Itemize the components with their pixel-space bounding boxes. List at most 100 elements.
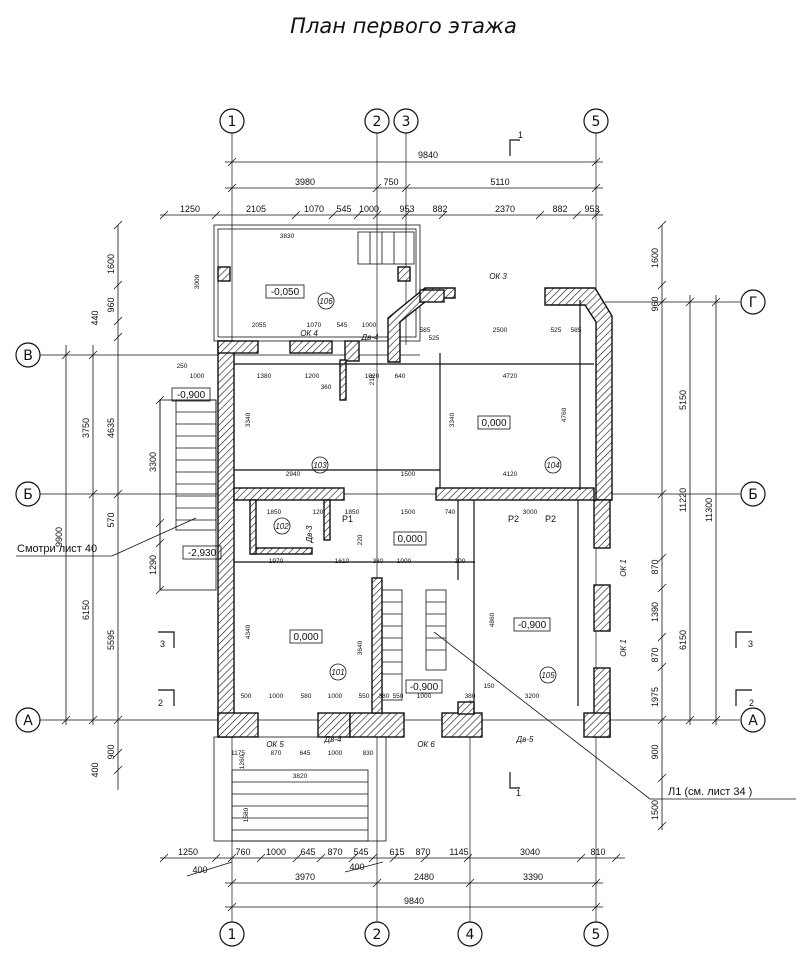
dim-left-10: 5595 (106, 630, 116, 650)
inner-dim-1: 3000 (194, 274, 201, 289)
inner-dim-47: 870 (271, 750, 282, 757)
inner-dim-3: 1070 (307, 322, 322, 329)
inner-dim-5: 1000 (362, 322, 377, 329)
dim-top-r3-9: 953 (584, 204, 599, 214)
inner-dim-28: 3000 (523, 509, 538, 516)
inner-dim-36: 500 (241, 693, 252, 700)
dim-top-overall: 9840 (418, 150, 438, 160)
dim-right-9: 1975 (650, 687, 660, 707)
note-see-sheet-40: Смотри лист 40 (17, 543, 97, 555)
dim-bottom-r1-10: 810 (590, 847, 605, 857)
dim-top-r3-3: 545 (336, 204, 351, 214)
axis-bubbles-top: 1 2 3 5 (219, 108, 609, 134)
inner-dim-51: 3820 (293, 773, 308, 780)
inner-dim-4: 545 (337, 322, 348, 329)
inner-dim-12: 1380 (257, 373, 272, 380)
dim-left-8: 1290 (148, 555, 158, 575)
axis-label-top-3: 3 (402, 114, 411, 130)
room-105: 105 (541, 671, 555, 680)
axis-label-top-1: 1 (228, 114, 237, 130)
inner-dim-22: 4760 (561, 407, 568, 422)
inner-dim-59: 1580 (243, 807, 250, 822)
dim-left-6: 570 (106, 512, 116, 527)
note-l1-sheet-34: Л1 (см. лист 34 ) (668, 786, 752, 798)
dim-top-r3-7: 2370 (495, 204, 515, 214)
dim-left-9: 6150 (81, 600, 91, 620)
dim-top-r2-0: 3980 (295, 177, 315, 187)
mark-p1: Р1 (342, 514, 353, 524)
dim-right-10: 900 (650, 744, 660, 759)
inner-dim-25: 1850 (345, 509, 360, 516)
inner-dim-33: 4340 (245, 624, 252, 639)
dim-left-5: 3300 (148, 452, 158, 472)
dim-left-12: 400 (90, 762, 100, 777)
axis-bubbles-right: Г Б А (740, 289, 766, 733)
door-dv4-bottom: Дв-4 (324, 735, 342, 744)
room-103: 103 (313, 461, 327, 470)
dim-bottom-r1-9: 3040 (520, 847, 540, 857)
inner-dim-14: 1020 (365, 373, 380, 380)
inner-dim-58: 1260 (239, 754, 246, 769)
dim-bottom-r1-6: 615 (389, 847, 404, 857)
axis-label-right-2: Б (748, 487, 758, 503)
inner-dim-43: 1000 (417, 693, 432, 700)
inner-dim-6: 585 (420, 327, 431, 334)
dim-right-6: 1390 (650, 602, 660, 622)
inner-dim-35: 4860 (489, 612, 496, 627)
room-104: 104 (546, 461, 560, 470)
dim-bottom-overall: 9840 (404, 896, 424, 906)
dim-right-11: 1500 (650, 800, 660, 820)
dim-bottom-r1-5: 545 (353, 847, 368, 857)
inner-dim-49: 1000 (328, 750, 343, 757)
inner-dim-17: 2940 (286, 471, 301, 478)
dim-right-1: 960 (650, 296, 660, 311)
dim-left-7: 9900 (54, 527, 64, 547)
inner-dim-39: 1000 (328, 693, 343, 700)
level-room-104: 0,000 (481, 418, 506, 429)
dim-bottom-r1-0: 1250 (178, 847, 198, 857)
inner-dim-56: 210 (369, 374, 376, 385)
inner-dims: 3830 3000 2055 1070 545 1000 585 525 250… (177, 233, 582, 822)
room-numbers: 106 103 104 102 101 105 (273, 292, 562, 684)
window-ok1-a: ОК 1 (619, 559, 628, 577)
level-stair-landing: -0,900 (410, 682, 439, 693)
axis-bubbles-bottom: 1 2 4 5 (219, 921, 609, 947)
axis-label-top-4: 5 (592, 114, 601, 130)
inner-dim-2: 2055 (252, 322, 267, 329)
dim-bottom-extra-0: 400 (192, 865, 207, 875)
dim-bottom-r1-8: 1145 (449, 847, 468, 857)
dim-top-r3-0: 1250 (180, 204, 200, 214)
dim-top-r3-2: 1070 (304, 204, 324, 214)
dim-bottom-r2-1: 2480 (414, 872, 434, 882)
dim-top-r3-5: 953 (399, 204, 414, 214)
inner-dim-46: 1175 (231, 750, 245, 757)
inner-dim-45: 3200 (525, 693, 540, 700)
inner-dim-54: 250 (177, 363, 188, 370)
axis-label-left-2: Б (23, 487, 33, 503)
inner-dim-19: 4120 (503, 471, 518, 478)
dim-right-3: 11220 (678, 488, 688, 512)
level-room-105: -0,900 (518, 620, 547, 631)
inner-dim-23: 1850 (267, 509, 282, 516)
inner-dim-0: 3830 (280, 233, 295, 240)
dim-left-11: 900 (106, 744, 116, 759)
mark-p2-b: Р2 (545, 514, 556, 524)
notes: Смотри лист 40 Л1 (см. лист 34 ) (16, 517, 796, 800)
section-3-left: 3 (160, 639, 165, 649)
inner-dim-42: 550 (393, 693, 404, 700)
door-dv4-top: Дв-4 (361, 333, 379, 342)
level-basement: -2,930 (188, 548, 217, 559)
inner-dim-10: 525 (551, 327, 562, 334)
mark-p2-a: Р2 (508, 514, 519, 524)
dim-bottom-r1-3: 645 (300, 847, 315, 857)
window-labels: ОК 3 ОК 4 ОК 5 ОК 6 ОК 1 ОК 1 (266, 272, 628, 749)
dims-bottom: 1250 760 1000 645 870 545 615 870 1145 3… (159, 847, 625, 912)
inner-dim-11: 1000 (190, 373, 205, 380)
level-marks: -0,050 -0,900 0,000 -2,930 0,000 0,000 -… (171, 284, 551, 694)
inner-dim-15: 640 (395, 373, 406, 380)
inner-dim-20: 3340 (245, 412, 252, 427)
axis-label-bottom-2: 2 (373, 927, 382, 943)
inner-dim-52: 150 (484, 683, 495, 690)
axis-bubbles-left: В Б А (15, 342, 41, 733)
